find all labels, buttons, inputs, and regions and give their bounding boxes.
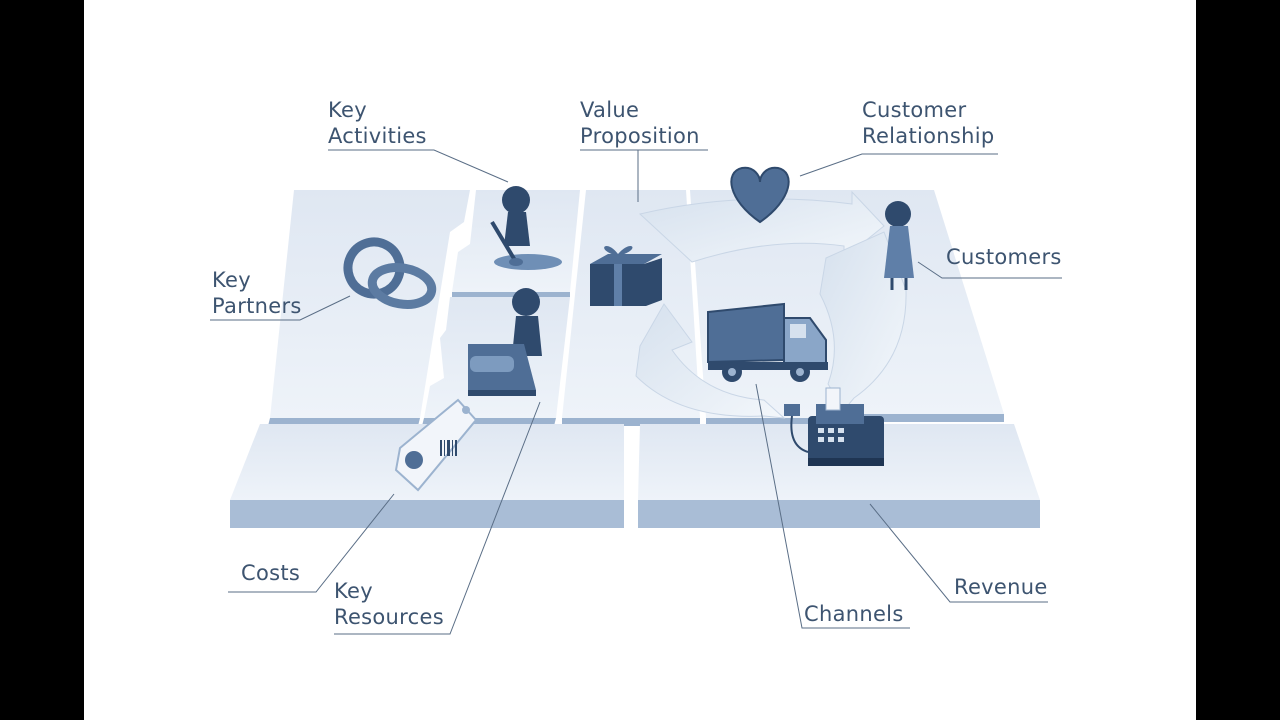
leader-customer-relationship (799, 153, 998, 177)
customer-figure-icon (884, 201, 914, 290)
label-key-resources: Key Resources (334, 578, 444, 630)
label-costs: Costs (241, 560, 300, 586)
label-key-partners-line2: Partners (212, 294, 302, 318)
label-channels: Channels (804, 601, 904, 627)
label-key-resources-line1: Key (334, 579, 373, 603)
label-value-proposition: Value Proposition (580, 97, 700, 149)
leader-lines (210, 149, 1062, 635)
label-customer-relationship-line1: Customer (862, 98, 967, 122)
label-value-proposition-line1: Value (580, 98, 640, 122)
label-key-activities-line1: Key (328, 98, 367, 122)
business-model-canvas: Key Activities Value Proposition Custome… (84, 0, 1196, 720)
leader-channels (755, 383, 910, 629)
label-key-activities: Key Activities (328, 97, 427, 149)
label-channels-line1: Channels (804, 602, 904, 626)
canvas-illustration (210, 149, 1062, 635)
leader-key-partners (210, 295, 351, 321)
label-key-partners: Key Partners (212, 267, 302, 319)
label-key-partners-line1: Key (212, 268, 251, 292)
delivery-truck-icon (707, 302, 828, 382)
label-revenue: Revenue (954, 574, 1048, 600)
leader-revenue (869, 503, 1048, 603)
leader-customers (917, 261, 1062, 279)
shovel-figure-icon (490, 186, 562, 270)
label-revenue-line1: Revenue (954, 575, 1048, 599)
label-key-resources-line2: Resources (334, 605, 444, 629)
leader-costs (228, 493, 395, 593)
label-customer-relationship: Customer Relationship (862, 97, 995, 149)
leader-key-activities (328, 149, 509, 183)
leader-key-resources (334, 401, 541, 635)
label-costs-line1: Costs (241, 561, 301, 585)
gift-box-icon (590, 246, 662, 306)
rings-icon (343, 237, 437, 309)
label-customer-relationship-line2: Relationship (862, 124, 995, 148)
label-customers-line1: Customers (946, 245, 1062, 269)
cash-register-icon (784, 387, 884, 466)
label-key-activities-line2: Activities (328, 124, 427, 148)
leader-value-proposition (580, 149, 708, 202)
label-customers: Customers (946, 244, 1062, 270)
heart-icon (730, 166, 790, 224)
label-value-proposition-line2: Proposition (580, 124, 700, 148)
conveyor-figure-icon (468, 288, 542, 396)
price-tag-icon (394, 398, 478, 492)
